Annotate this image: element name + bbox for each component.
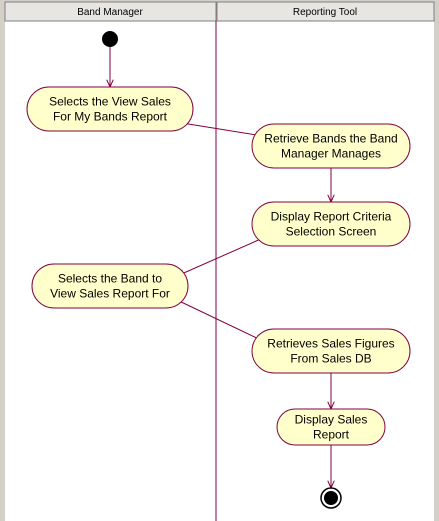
activity-label-line: Retrieve Bands the Band <box>264 132 397 146</box>
activity-label-line: From Sales DB <box>290 352 371 366</box>
activity-label-line: Manager Manages <box>281 147 381 161</box>
final-node[interactable] <box>320 487 342 509</box>
activity-label-line: Selection Screen <box>286 225 377 239</box>
activity-label-line: View Sales Report For <box>50 287 170 301</box>
activity-label-line: Selects the View Sales <box>49 95 171 109</box>
swimlane-header-band-manager[interactable]: Band Manager <box>4 1 217 22</box>
activity-label-line: Retrieves Sales Figures <box>267 337 394 351</box>
swimlane-header-reporting-tool[interactable]: Reporting Tool <box>216 1 435 22</box>
activity-label-line: For My Bands Report <box>53 110 168 124</box>
activity-label-line: Display Sales <box>295 413 368 427</box>
activity-label-line: Report <box>313 428 350 442</box>
activity-label-line: Display Report Criteria <box>271 210 392 224</box>
initial-node[interactable] <box>102 31 118 47</box>
swimlane-title: Band Manager <box>77 7 143 18</box>
activity-label-line: Selects the Band to <box>58 272 162 286</box>
swimlane-title: Reporting Tool <box>293 7 357 18</box>
